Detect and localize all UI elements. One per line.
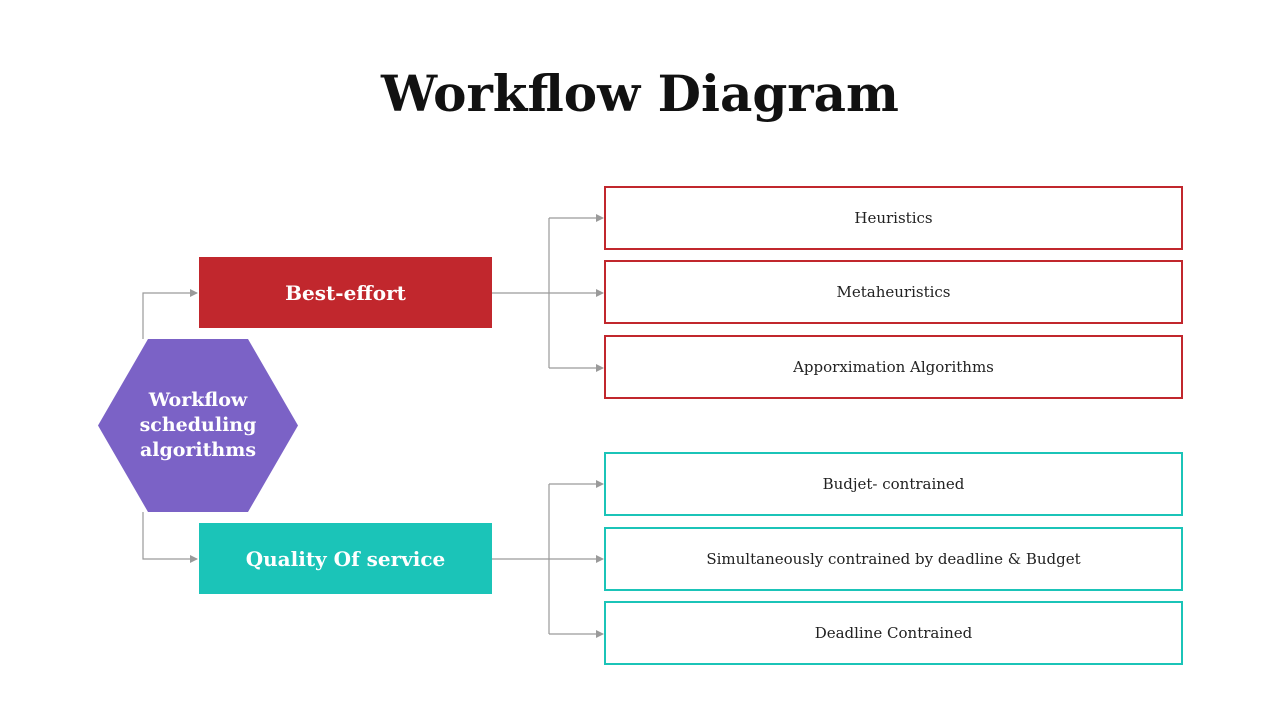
item-approximation-algorithms: Apporximation Algorithms (604, 335, 1183, 399)
item-deadline-constrained: Deadline Contrained (604, 601, 1183, 665)
item-label: Apporximation Algorithms (793, 358, 994, 376)
connector-root-best-effort (142, 289, 198, 339)
item-deadline-and-budget-constrained: Simultaneously contrained by deadline & … (604, 527, 1183, 591)
category-label: Best-effort (285, 280, 406, 305)
item-label: Simultaneously contrained by deadline & … (706, 550, 1081, 568)
item-metaheuristics: Metaheuristics (604, 260, 1183, 324)
connector-root-quality-of-service (142, 512, 198, 563)
root-hexagon: Workflow scheduling algorithms (98, 339, 298, 512)
item-label: Budjet- contrained (822, 475, 965, 493)
item-heuristics: Heuristics (604, 186, 1183, 250)
item-label: Deadline Contrained (814, 624, 973, 642)
category-quality-of-service: Quality Of service (199, 523, 492, 594)
item-budget-constrained: Budjet- contrained (604, 452, 1183, 516)
item-label: Heuristics (854, 209, 933, 227)
page-title: Workflow Diagram (381, 64, 899, 123)
category-best-effort: Best-effort (199, 257, 492, 328)
root-label: Workflow scheduling algorithms (139, 389, 257, 461)
item-label: Metaheuristics (836, 283, 951, 301)
category-label: Quality Of service (245, 546, 446, 571)
